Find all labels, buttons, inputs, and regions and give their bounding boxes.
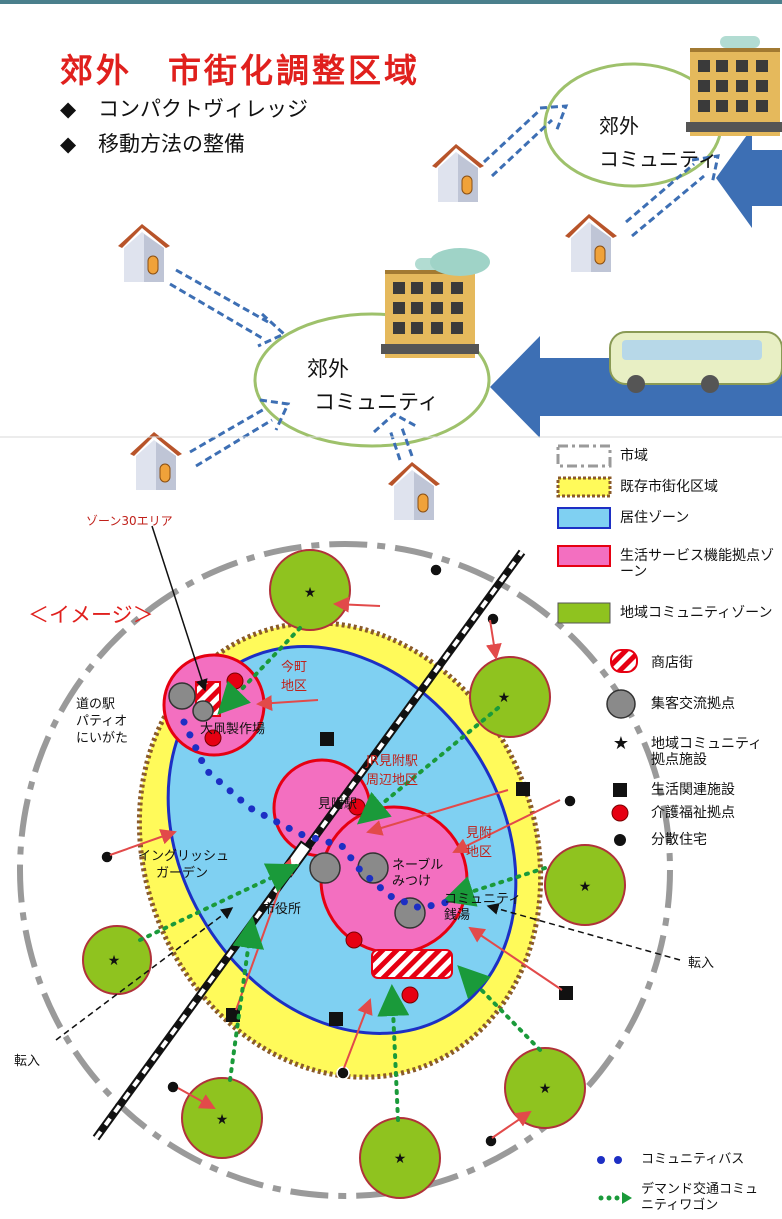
apartment-building-upper [686,36,782,136]
legend-care: 介護福祉拠点 [651,805,735,821]
legend-living-facility: 生活関連施設 [651,782,735,798]
bullet-transport: ◆ 移動方法の整備 [60,128,245,158]
bus-illustration [609,331,782,393]
city-hall-label: 市役所 [262,902,302,917]
bullet-text: 移動方法の整備 [98,132,245,156]
legend-shopping: 商店街 [651,655,693,671]
michinoeki-label: 道の駅パティオにいがた [76,697,129,746]
svg-text:★: ★ [108,953,121,969]
legend-residential: 居住ゾーン [620,510,690,526]
community-bus-route [180,718,452,912]
tennyu-left-label: 転入 [14,1054,41,1069]
house-icon [431,143,485,203]
legend-gathering: 集客交流拠点 [651,696,735,712]
diamond-bullet-icon: ◆ [60,97,77,121]
svg-text:★: ★ [304,585,317,601]
living-facilities [226,732,573,1026]
page-title: 郊外 市街化調整区域 [60,51,420,90]
top-accent-bar [0,0,782,4]
demand-transport-routes [138,626,547,1122]
legend-community-bus: コミュニティバス [641,1152,745,1167]
tennyu-right-label: 転入 [688,956,715,971]
community-label-upper-2: コミュニティ [599,147,718,171]
legend-demand-transport: デマンド交通コミュニティワゴン [641,1182,759,1213]
neople-label: ネーブルみつけ [392,858,444,889]
svg-text:★: ★ [394,1151,407,1167]
bullet-compact-village: ◆ コンパクトヴィレッジ [60,93,308,123]
community-label-lower-2: コミュニティ [314,390,439,414]
zone30-label: ゾーン30エリア [86,514,173,528]
tree-lower [430,248,490,276]
legend-city-area: 市域 [620,448,648,464]
migration-arrows [55,903,681,1041]
legend-urbanization: 既存市街化区域 [620,479,718,495]
dispersed-houses [100,563,577,1148]
factory-label: 大凧製作場 [200,722,266,737]
house-icon [129,431,183,491]
station-label: 見附駅 [318,797,358,812]
legend-community-facility: 地域コミュニティ拠点施設 [651,736,763,768]
hollow-arrows [169,104,720,468]
red-arrows [109,596,563,1139]
image-label: ＜イメージ＞ [28,603,154,627]
svg-text:★: ★ [216,1112,229,1128]
big-arrow-upper [716,128,782,228]
bullet-text: コンパクトヴィレッジ [98,97,308,121]
city-boundary [17,541,673,1199]
zone30-pointer [151,525,208,692]
house-icon [564,213,618,273]
svg-text:★: ★ [498,690,511,706]
shopping-street-mitsuke [371,949,453,979]
community-label-upper: 郊外 [599,114,639,138]
community-star-icons: ★ ★ ★ ★ ★ ★ ★ [108,585,592,1167]
mitsuke-district-label: 見附地区 [466,826,493,860]
legend-symbols: ★ [556,444,638,1204]
legend-dispersed: 分散住宅 [651,832,707,848]
community-label-lower: 郊外 [307,357,349,381]
imamachi-label: 今町地区 [281,660,308,694]
diamond-bullet-icon: ◆ [60,132,77,156]
garden-label: イングリッシュガーデン [138,849,230,881]
house-icon [387,461,441,521]
svg-text:★: ★ [613,733,629,754]
legend-community-zone: 地域コミュニティゾーン [620,605,773,621]
railway-line [92,549,526,1141]
community-bath-label: コミュニティ銭湯 [444,892,522,923]
legend-service-zone: 生活サービス機能拠点ゾーン [620,548,774,580]
jr-area-label: JR見附駅周辺地区 [366,754,419,788]
svg-text:★: ★ [539,1081,552,1097]
house-icon [117,223,171,283]
svg-text:★: ★ [579,879,592,895]
